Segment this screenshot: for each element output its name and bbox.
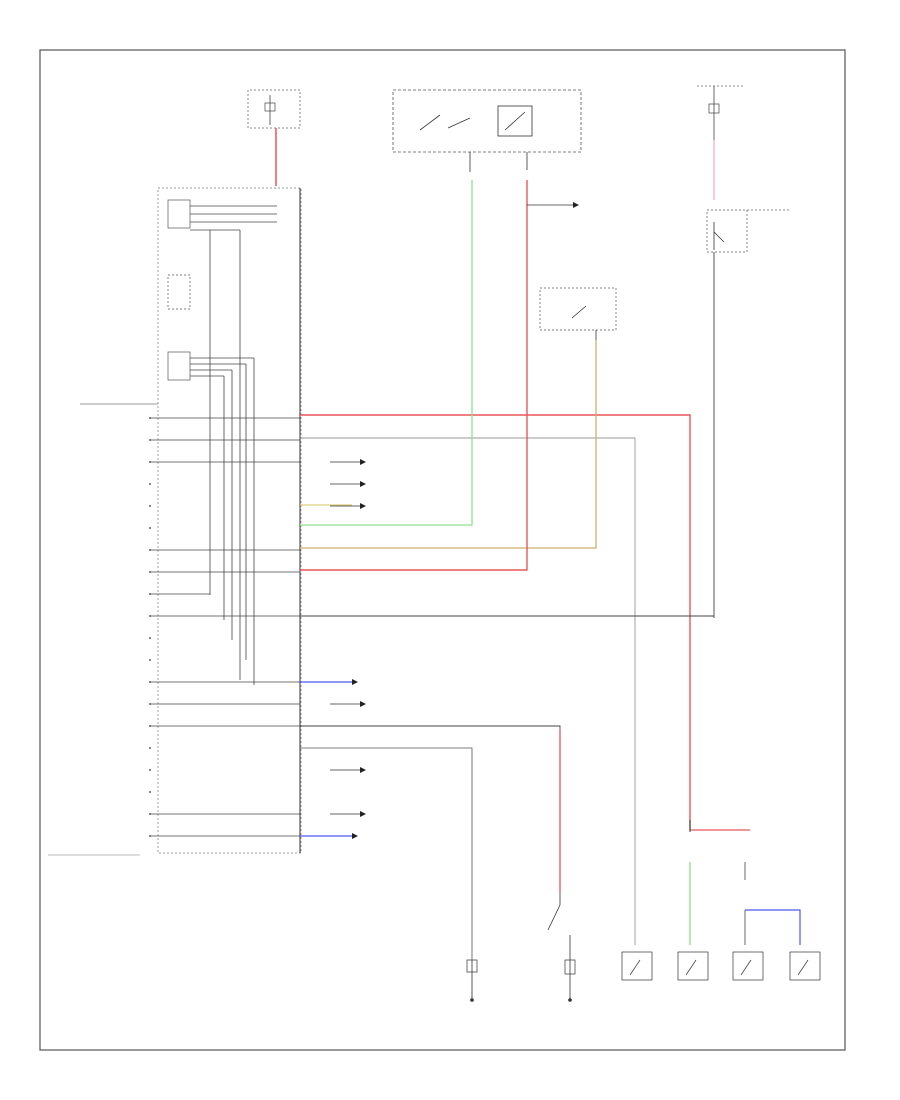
diagram-border	[39, 49, 846, 1051]
module-terminals	[149, 417, 151, 837]
output-arrows	[330, 202, 579, 839]
central-control-module	[157, 187, 302, 854]
bottom-switch-row	[621, 951, 821, 981]
colored-wires	[300, 180, 714, 960]
switch-center	[539, 287, 617, 340]
fuse-block-left	[247, 89, 301, 129]
seat-belt-switch	[547, 893, 576, 1000]
splice-bottom-right	[689, 820, 801, 945]
module-output-wires	[150, 417, 300, 837]
ground-symbols	[470, 998, 572, 1002]
seat-switch-right	[706, 209, 790, 253]
ignition-switch-relay	[392, 89, 582, 153]
sensor-bottom-left	[466, 959, 478, 1002]
fuse-block-right	[697, 85, 745, 140]
